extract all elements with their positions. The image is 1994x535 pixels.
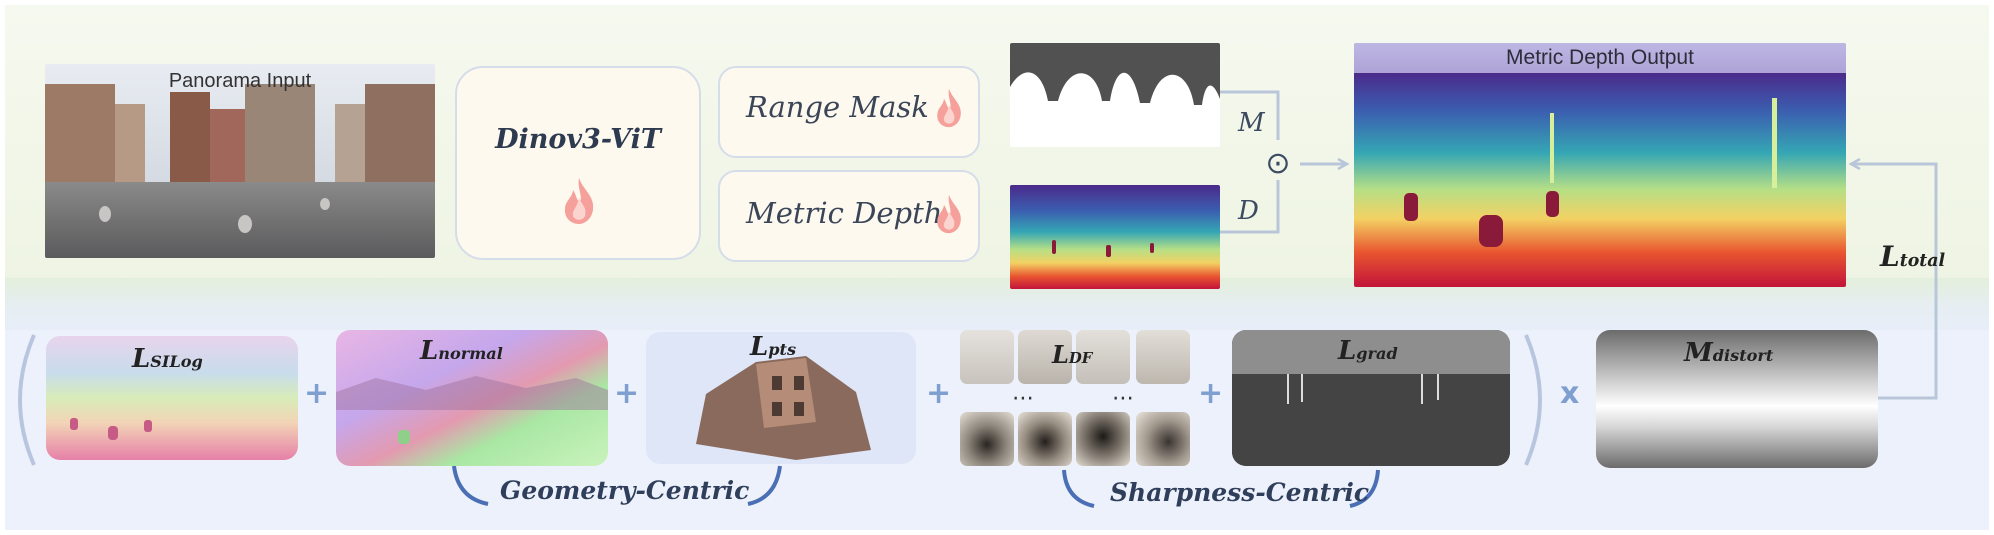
- ellipsis: ⋯: [1012, 386, 1034, 411]
- metric-depth-label: Metric Depth: [746, 196, 943, 230]
- silog-graphic: [46, 336, 298, 460]
- gradient-loss-card: Lgrad: [1232, 330, 1510, 466]
- street-panorama-graphic: [45, 64, 435, 258]
- distortion-mask-card: Mdistort: [1596, 330, 1878, 468]
- total-loss-path: [1852, 164, 1938, 400]
- df-thumbnail: [960, 330, 1014, 384]
- normal-loss-label: Lnormal: [420, 336, 503, 366]
- grad-loss-label: Lgrad: [1338, 336, 1398, 366]
- range-mask-label: Range Mask: [746, 90, 929, 124]
- mask-symbol: M: [1238, 108, 1265, 138]
- metric-depth-output-image: Metric Depth Output: [1354, 43, 1846, 287]
- panorama-input-caption: Panorama Input: [168, 70, 312, 92]
- sharpness-brace-left: [1062, 469, 1095, 508]
- normal-map-graphic: [336, 330, 608, 466]
- silog-loss-label: LSILog: [132, 344, 203, 374]
- metric-depth-head: Metric Depth: [718, 170, 980, 262]
- output-caption: Metric Depth Output: [1506, 46, 1694, 69]
- plus-operator: +: [304, 376, 330, 411]
- silog-loss-card: LSILog: [46, 336, 298, 460]
- plus-operator: +: [926, 376, 952, 411]
- plus-operator: +: [1198, 376, 1224, 411]
- range-mask-head: Range Mask: [718, 66, 980, 158]
- plus-operator: +: [614, 376, 640, 411]
- geometry-brace-left: [452, 465, 489, 506]
- ellipsis: ⋯: [1112, 386, 1134, 411]
- depth-symbol: D: [1238, 196, 1259, 226]
- multiply-operator: x: [1560, 376, 1580, 411]
- df-thumbnail: [1136, 412, 1190, 466]
- df-thumbnail: [1136, 330, 1190, 384]
- left-paren: [18, 334, 36, 466]
- point-cloud-graphic: [696, 356, 871, 460]
- sharpness-brace-right: [1349, 469, 1380, 508]
- range-mask-image: [1010, 43, 1220, 147]
- geometry-centric-label: Geometry-Centric: [500, 476, 750, 505]
- sharpness-centric-label: Sharpness-Centric: [1110, 478, 1370, 507]
- df-thumbnail: [1076, 330, 1130, 384]
- fire-icon: [564, 178, 594, 224]
- total-loss-label: Ltotal: [1880, 240, 1946, 273]
- normal-loss-card: Lnormal: [336, 330, 608, 466]
- df-loss-label: LDF: [1052, 340, 1093, 369]
- fire-icon: [937, 194, 961, 234]
- band-transition: [5, 278, 1989, 333]
- encoder-label: Dinov3-ViT: [495, 124, 661, 155]
- geometry-brace-right: [747, 465, 782, 506]
- fire-icon: [937, 88, 961, 128]
- df-thumbnail: [1018, 412, 1072, 466]
- distance-field-loss-group: LDF ⋯ ⋯: [960, 330, 1238, 470]
- predicted-depth-image: [1010, 185, 1220, 289]
- mask-connector: [1220, 90, 1280, 140]
- mask-graphic: [1010, 43, 1220, 105]
- encoder-block: Dinov3-ViT: [455, 66, 701, 260]
- points-loss-card: Lpts: [646, 332, 916, 464]
- points-loss-label: Lpts: [750, 332, 797, 362]
- panorama-input-image: Panorama Input: [45, 64, 435, 258]
- hadamard-product-icon: ⊙: [1265, 146, 1291, 181]
- depth-output-graphic: [1354, 43, 1846, 287]
- gradient-map-graphic: [1232, 330, 1510, 466]
- df-thumbnail: [1018, 330, 1072, 384]
- distortion-mask-label: Mdistort: [1684, 338, 1774, 368]
- depth-thumbnail-graphic: [1010, 185, 1220, 289]
- df-thumbnail: [1076, 412, 1130, 466]
- depth-connector: [1220, 180, 1280, 234]
- right-paren: [1524, 334, 1542, 466]
- df-thumbnail: [960, 412, 1014, 466]
